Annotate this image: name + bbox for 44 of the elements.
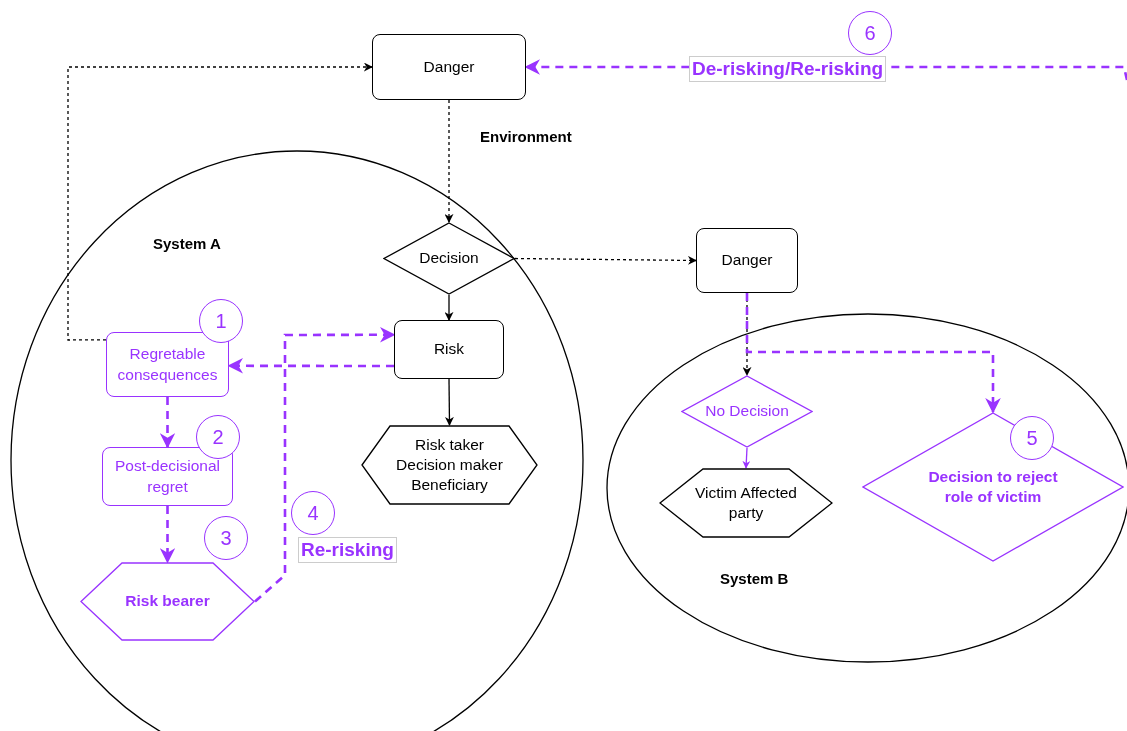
- arrow: [227, 358, 394, 374]
- arrow: [444, 99, 454, 223]
- node-label: Victim Affected party: [694, 482, 798, 523]
- arrow: [159, 506, 176, 564]
- arrow: [745, 293, 1001, 414]
- system-label: System B: [720, 569, 789, 589]
- decision-diamond: [681, 375, 813, 448]
- node-label: Risk: [432, 339, 466, 360]
- node-label: Danger: [720, 250, 774, 271]
- process-box: [696, 228, 798, 293]
- edge-label: Re-risking: [298, 537, 397, 563]
- node-label: 2: [211, 425, 225, 450]
- hexagon-node: [80, 562, 255, 641]
- environment-label: Environment: [480, 128, 572, 147]
- node-label: Decision: [418, 248, 480, 269]
- node-label: 5: [1025, 426, 1039, 451]
- hexagon-node: [361, 425, 538, 505]
- hexagon-node: [659, 468, 833, 538]
- arrow: [444, 294, 454, 321]
- decision-diamond: [862, 412, 1124, 562]
- node-label: Risk bearer: [124, 591, 211, 612]
- system-label: System A: [153, 234, 221, 254]
- arrow: [514, 255, 697, 265]
- edge-label: De-risking/Re-risking: [689, 56, 887, 82]
- node-label: Regretable consequences: [116, 344, 219, 385]
- arrow: [159, 397, 176, 449]
- node-label: 4: [306, 501, 320, 526]
- arrow: [742, 447, 751, 469]
- node-label: 6: [863, 21, 877, 46]
- node-label: Danger: [422, 56, 476, 77]
- arrow: [444, 378, 454, 426]
- arrow: [254, 327, 396, 603]
- decision-diamond: [383, 222, 515, 295]
- process-box: [372, 34, 526, 100]
- node-label: Decision to reject role of victim: [927, 466, 1059, 507]
- node-label: Risk taker Decision maker Beneficiary: [395, 434, 504, 496]
- process-box: [102, 447, 233, 506]
- process-box: [106, 332, 229, 397]
- arrow: [67, 62, 373, 341]
- node-label: No Decision: [704, 401, 790, 422]
- process-box: [394, 320, 504, 379]
- node-label: Post-decisional regret: [113, 456, 222, 497]
- node-label: 3: [219, 526, 233, 551]
- node-label: 1: [214, 309, 228, 334]
